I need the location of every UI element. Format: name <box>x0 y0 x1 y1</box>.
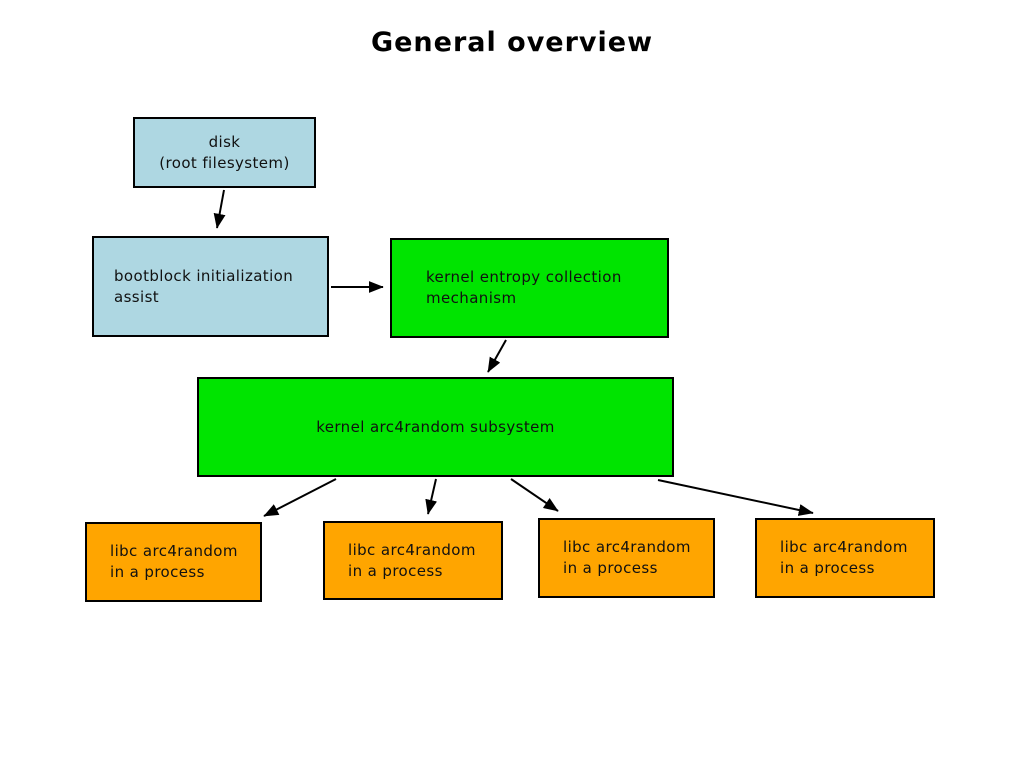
node-libc1-label-line1: libc arc4random <box>110 542 238 560</box>
edge-disk-bootblock <box>213 189 226 229</box>
edge-subsystem-libc3 <box>510 478 559 512</box>
node-bootblock: bootblock initialization assist <box>92 236 329 337</box>
node-libc4-label-line1: libc arc4random <box>780 538 908 556</box>
node-libc1-label-line2: in a process <box>110 563 205 581</box>
edge-subsystem-libc4 <box>657 479 814 516</box>
edge-subsystem-libc2 <box>425 478 438 515</box>
node-libc3-label-line1: libc arc4random <box>563 538 691 556</box>
node-libc2-label-line2: in a process <box>348 561 443 580</box>
node-bootblock-label-line1: bootblock initialization <box>114 266 294 285</box>
node-disk: disk (root filesystem) <box>133 117 316 188</box>
node-entropy-label-line1: kernel entropy collection <box>426 268 622 286</box>
page-title: General overview <box>370 27 654 58</box>
edge-subsystem-libc1 <box>263 478 337 517</box>
node-libc-process-1: libc arc4random in a process <box>85 522 262 602</box>
node-libc-process-2: libc arc4random in a process <box>323 521 503 600</box>
node-libc4-label-line2: in a process <box>780 559 875 577</box>
node-libc3-label-line2: in a process <box>563 559 658 577</box>
node-disk-label-line1: disk <box>208 132 241 151</box>
node-subsystem-label: kernel arc4random subsystem <box>316 417 555 436</box>
node-entropy-label-line2: mechanism <box>426 289 517 307</box>
node-libc-process-4: libc arc4random in a process <box>755 518 935 598</box>
node-libc-process-3: libc arc4random in a process <box>538 518 715 598</box>
node-libc2-label-line1: libc arc4random <box>348 540 476 559</box>
node-entropy: kernel entropy collection mechanism <box>390 238 669 338</box>
edge-entropy-subsystem <box>487 339 507 373</box>
node-disk-label-line2: (root filesystem) <box>159 153 290 172</box>
node-subsystem: kernel arc4random subsystem <box>197 377 674 477</box>
node-bootblock-label-line2: assist <box>114 287 160 306</box>
